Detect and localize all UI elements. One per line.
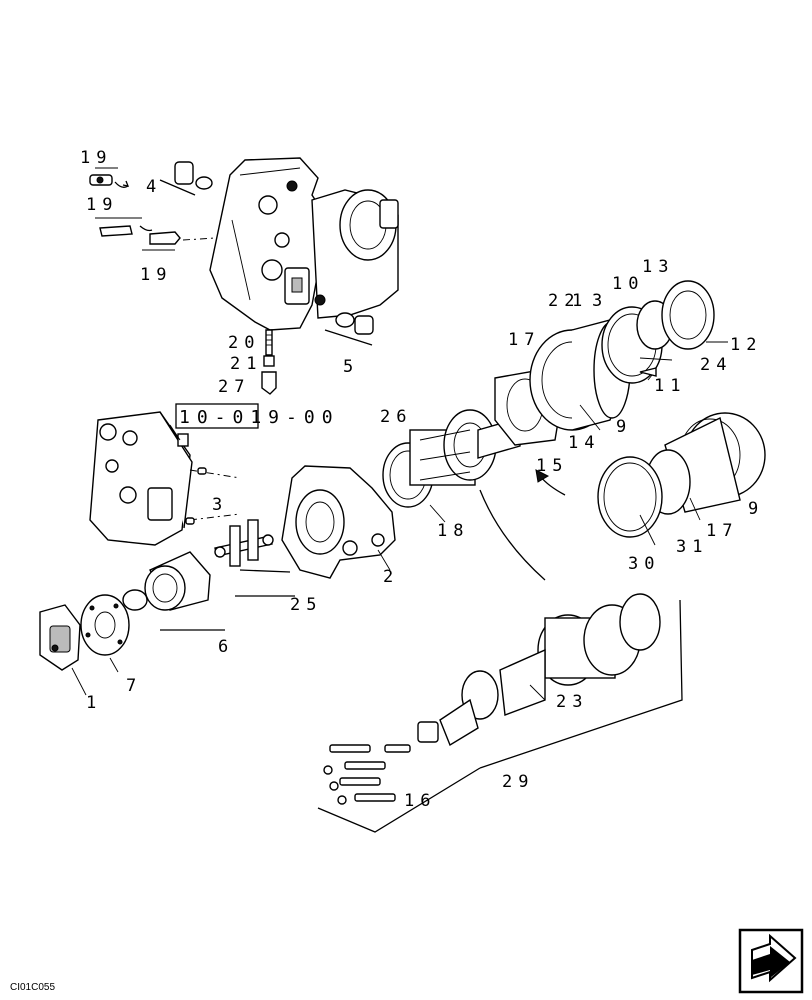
piston-assembly: [382, 409, 521, 508]
drive-shaft-assembly: [417, 593, 661, 747]
callout-7: 7: [126, 676, 142, 696]
callout-15: 15: [536, 456, 568, 476]
callout-29: 29: [502, 772, 534, 792]
callout-31: 31: [676, 537, 708, 557]
callout-30: 30: [628, 554, 660, 574]
callout-3-top: 3: [592, 291, 608, 311]
cross-coupling: [214, 519, 274, 567]
seal-rings: [601, 280, 715, 384]
cylinder-block: [122, 551, 211, 611]
callout-4: 4: [146, 177, 162, 197]
callout-labels: 19 19 19 4 5 20 21 27 13 10 3 22 1 12 17…: [80, 148, 764, 811]
callout-3-mid: 3: [212, 495, 228, 515]
callout-17-right: 17: [706, 521, 738, 541]
callout-2: 2: [383, 567, 399, 587]
callout-24: 24: [700, 355, 732, 375]
motor-housing: [281, 465, 396, 579]
callout-1-top: 1: [572, 291, 588, 311]
assembly-arrows: [479, 469, 566, 581]
valve-housing: [89, 411, 241, 546]
callout-18: 18: [437, 521, 469, 541]
end-cover: [39, 604, 81, 671]
callout-6: 6: [218, 637, 234, 657]
callout-19-c: 19: [140, 265, 172, 285]
motor-case-lower: [597, 412, 766, 538]
callout-10: 10: [612, 274, 644, 294]
callout-23: 23: [556, 692, 588, 712]
pins-3: [185, 467, 207, 525]
callout-12: 12: [730, 335, 762, 355]
hydraulic-motor-assembly: [209, 157, 399, 331]
callout-9-right: 9: [748, 499, 764, 519]
plug-group-4: [159, 161, 213, 196]
callout-25: 25: [290, 595, 322, 615]
callout-19-b: 19: [86, 195, 118, 215]
callout-27: 27: [218, 377, 250, 397]
callout-13: 13: [642, 257, 674, 277]
callout-20: 20: [228, 333, 260, 353]
callout-9-top: 9: [616, 417, 632, 437]
bracket-lines: [71, 341, 728, 833]
reference-number: 10-019-00: [179, 407, 340, 428]
callout-16: 16: [404, 791, 436, 811]
next-page-arrow-icon[interactable]: [738, 928, 804, 994]
callout-19-a: 19: [80, 148, 112, 168]
callout-5: 5: [343, 357, 359, 377]
callout-11: 11: [654, 376, 686, 396]
bolt-set-16: [323, 744, 411, 805]
callout-14: 14: [568, 433, 600, 453]
cross-reference: 10-019-00: [175, 403, 340, 429]
callout-17-top: 17: [508, 330, 540, 350]
callout-26: 26: [380, 407, 412, 427]
plug-group-5: [324, 312, 374, 346]
fitting-group-19: [89, 167, 216, 251]
figure-code: CI01C055: [10, 982, 55, 993]
screw-spring-pin: [261, 329, 277, 395]
valve-plate: [80, 594, 130, 656]
callout-1-left: 1: [86, 693, 102, 713]
callout-22: 22: [548, 291, 580, 311]
callout-21: 21: [230, 354, 262, 374]
